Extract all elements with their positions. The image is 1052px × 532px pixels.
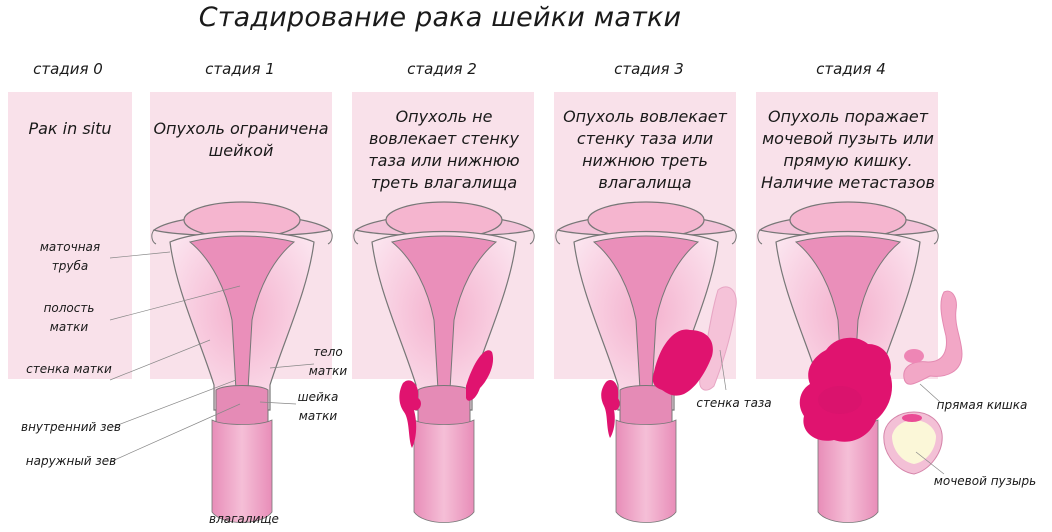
uterus-stage-2	[353, 201, 535, 524]
label-uterine-cavity: полость матки	[43, 301, 95, 334]
label-external-os: наружный зев	[25, 454, 117, 468]
stage-2-label: стадия 2	[407, 60, 477, 78]
label-rectum: прямая кишка	[936, 398, 1028, 412]
stage-3-description: Опухоль вовлекает стенку таза или нижнюю…	[563, 107, 727, 192]
stage-4-description: Опухоль поражает мочевой пузыть или прям…	[761, 107, 935, 192]
tumor-stage-2-right	[466, 350, 494, 401]
rectum-spot	[904, 349, 924, 363]
stage-4-label: стадия 4	[816, 60, 886, 78]
page-title: Стадирование рака шейки матки	[198, 2, 682, 33]
label-pelvic-wall: стенка таза	[696, 396, 772, 410]
stage-2-description: Опухоль не вовлекает стенку таза или ниж…	[368, 107, 520, 192]
label-uterine-tube: маточная труба	[39, 240, 101, 273]
bladder-lesion	[902, 414, 922, 422]
tumor-stage-2-left	[399, 380, 421, 448]
stage-1-description: Опухоль ограничена шейкой	[153, 119, 329, 160]
label-vagina: влагалище	[209, 512, 279, 526]
tumor-stage-3-left	[601, 379, 620, 438]
stage-0-label: стадия 0	[33, 60, 103, 78]
stage-3-label: стадия 3	[614, 60, 684, 78]
stage-0-description: Рак in situ	[28, 119, 112, 138]
stage-1-label: стадия 1	[205, 60, 275, 78]
label-uterine-wall: стенка матки	[26, 362, 112, 376]
tumor-stage-3-right	[652, 329, 713, 396]
label-uterine-body: тело матки	[308, 345, 348, 378]
label-cervix: шейка матки	[297, 390, 339, 423]
rectum-shape	[903, 290, 963, 385]
label-internal-os: внутренний зев	[21, 420, 121, 434]
stage-0-panel	[8, 92, 132, 379]
label-bladder: мочевой пузырь	[933, 474, 1037, 488]
bladder-inner	[892, 420, 936, 464]
